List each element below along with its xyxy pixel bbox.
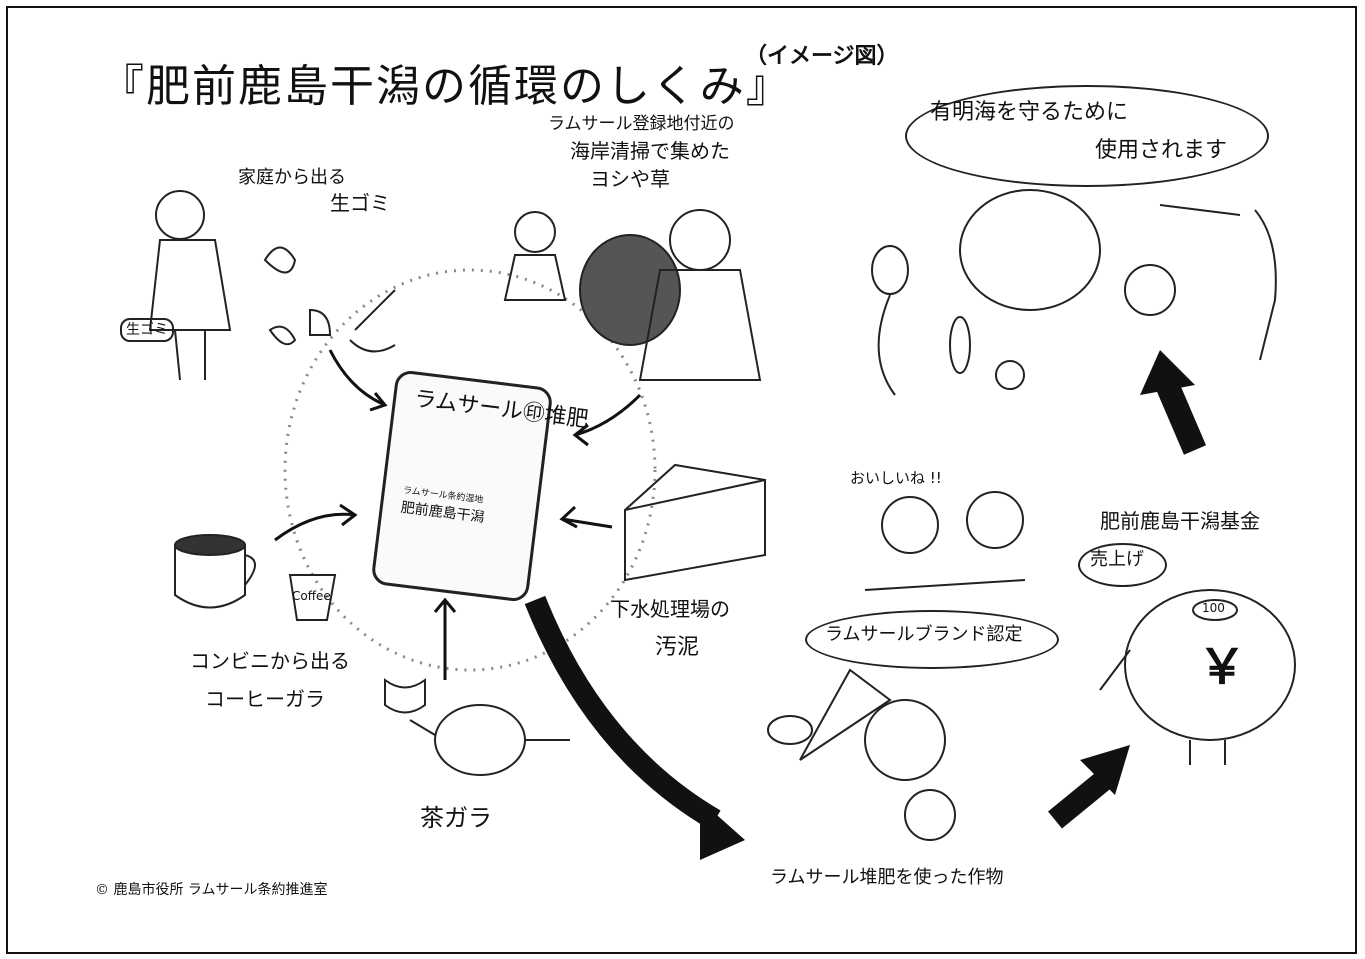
coffee-cup-text: Coffee <box>292 589 331 603</box>
to-ariake-arrow <box>1153 375 1207 455</box>
page-title: 『肥前鹿島干潟の循環のしくみ』 <box>100 61 792 112</box>
reeds-label-1: ラムサール登録地付近の <box>548 114 735 134</box>
sales-speech-bubble <box>1078 543 1167 587</box>
crops-caption: ラムサール堆肥を使った作物 <box>770 867 1004 888</box>
coin-value: 100 <box>1202 601 1225 615</box>
reeds-label-3: ヨシや草 <box>590 167 670 191</box>
cycle-ring <box>283 268 657 672</box>
children-illustration <box>864 491 1026 591</box>
sludge-label-2: 汚泥 <box>655 635 700 660</box>
woman-figure <box>148 190 232 381</box>
ariake-bubble-line-2: 使用されます <box>1095 138 1228 163</box>
coffee-label-2: コーヒーガラ <box>205 687 325 711</box>
tasty-exclamation: おいしいね !! <box>850 469 942 487</box>
brand-bubble-text: ラムサールブランド認定 <box>825 624 1023 645</box>
teapot-illustration <box>384 678 570 776</box>
to-fund-arrowhead <box>1080 745 1130 795</box>
food-waste-illustration <box>263 246 396 353</box>
ariake-bubble-line-1: 有明海を守るために <box>930 100 1129 125</box>
sales-bubble-text: 売上げ <box>1090 549 1144 570</box>
reeds-label-2: 海岸清掃で集めた <box>570 139 730 163</box>
sludge-label-1: 下水処理場の <box>610 597 730 621</box>
brand-speech-bubble <box>805 610 1059 669</box>
food-waste-label-1: 家庭から出る <box>238 167 346 188</box>
tea-label: 茶ガラ <box>420 804 492 832</box>
food-waste-label-2: 生ゴミ <box>330 191 390 215</box>
compost-bag: ラムサール㊞堆肥 ラムサール条約湿地 肥前鹿島干潟 <box>370 369 590 603</box>
cleanup-workers-illustration <box>503 209 762 381</box>
crops-illustration <box>767 668 956 841</box>
coffee-illustration <box>174 534 337 621</box>
coffee-label-1: コンビニから出る <box>190 649 350 673</box>
to-ariake-arrowhead <box>1140 350 1195 395</box>
bird-bank-illustration <box>1099 589 1296 765</box>
sludge-facility-illustration <box>624 463 766 582</box>
to-fund-arrow <box>1048 766 1117 829</box>
credit-text: © 鹿島市役所 ラムサール条約推進室 <box>95 882 328 898</box>
to-crops-arrow <box>524 595 721 830</box>
image-note: （イメージ図） <box>745 44 899 69</box>
fund-label: 肥前鹿島干潟基金 <box>1100 509 1260 533</box>
page-frame <box>6 6 1357 954</box>
ariake-sea-creatures <box>871 189 1277 396</box>
garbage-bag-tag: 生ゴミ <box>120 318 174 343</box>
ariake-speech-bubble <box>905 85 1269 187</box>
yen-sign: ￥ <box>1198 639 1247 695</box>
to-crops-arrowhead <box>700 800 745 860</box>
input-arrows <box>274 349 642 680</box>
